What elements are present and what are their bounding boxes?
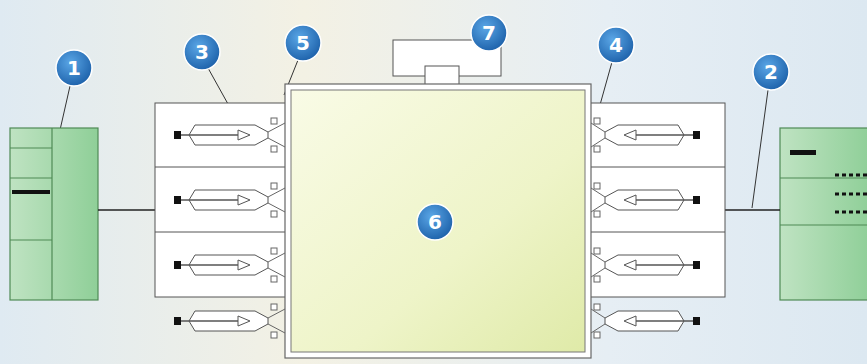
callout-number: 1 — [56, 50, 92, 86]
callout-number: 7 — [471, 15, 507, 51]
callout-number: 3 — [184, 34, 220, 70]
callout-number: 2 — [753, 54, 789, 90]
callout-number: 5 — [285, 25, 321, 61]
callout-number: 6 — [417, 204, 453, 240]
callout-number: 4 — [598, 27, 634, 63]
